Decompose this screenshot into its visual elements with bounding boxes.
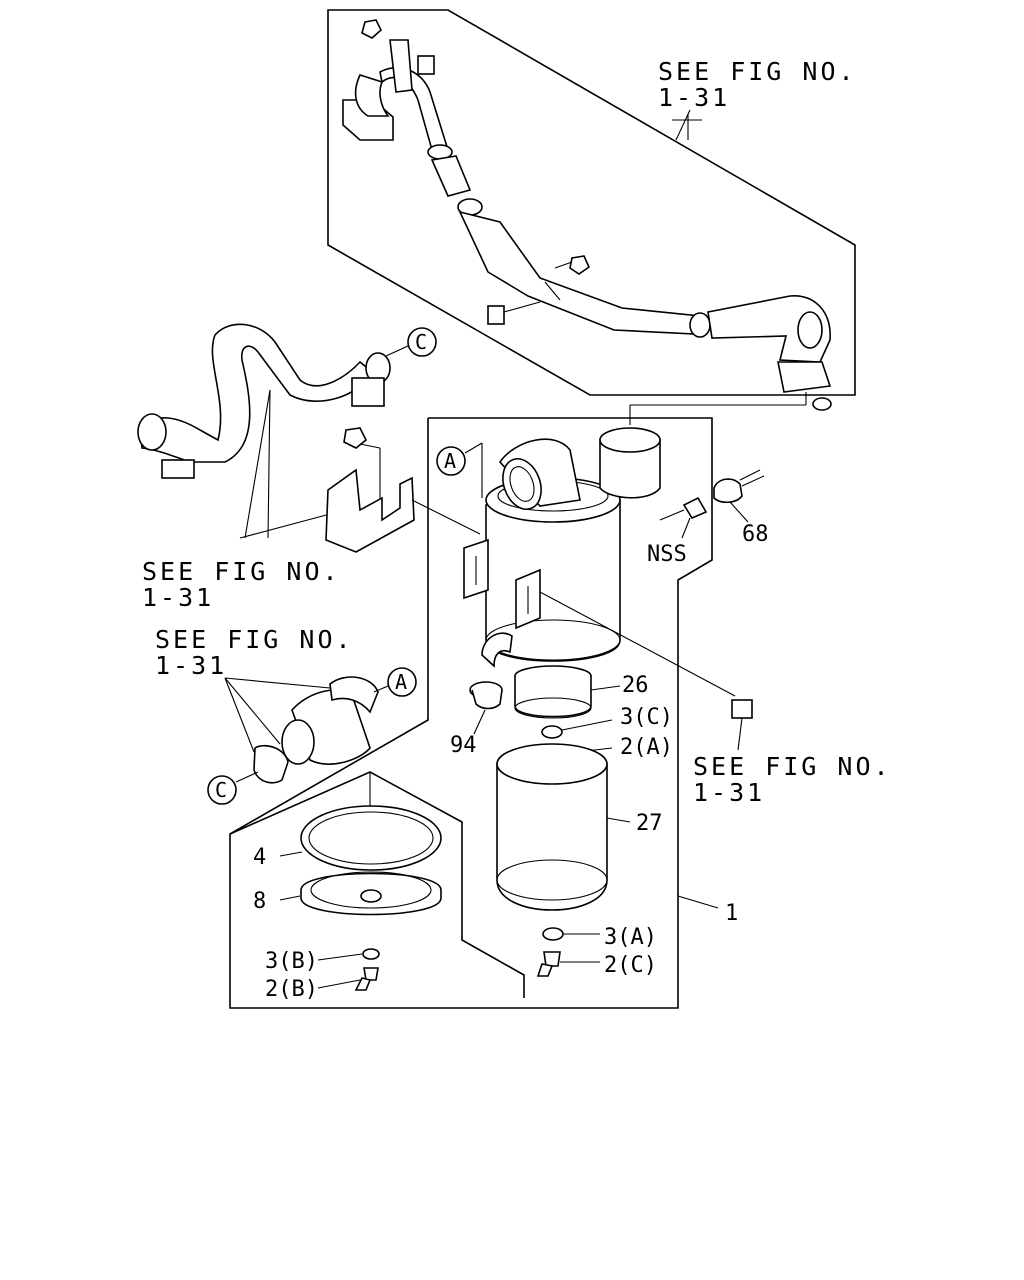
reference-label-right-lower-line1: SEE FIG NO. — [693, 752, 892, 781]
part-label-2c: 2(C) — [604, 953, 657, 978]
lower-left-hose-group — [224, 676, 379, 784]
callout-c-upper: C — [385, 327, 437, 357]
reference-label-right-lower-line2: 1-31 — [693, 778, 765, 807]
switch-68 — [713, 469, 765, 523]
part-label-94: 94 — [450, 733, 477, 758]
dust-cup-group — [229, 771, 525, 998]
part-label-2a: 2(A) — [620, 735, 673, 760]
callout-a-lower: A — [373, 667, 417, 697]
reference-label-top-line1: SEE FIG NO. — [658, 57, 857, 86]
bolt-right — [731, 699, 753, 751]
filter-element-27 — [496, 743, 631, 911]
sensor-fitting — [659, 496, 708, 539]
reference-label-left-middle-line1: SEE FIG NO. — [142, 557, 341, 586]
callout-c-lower: C — [207, 771, 259, 805]
part-label-3a: 3(A) — [604, 925, 657, 950]
assembly-boundary — [229, 417, 713, 1009]
svg-text:A: A — [444, 449, 456, 473]
top-intake-pipe-group — [327, 9, 856, 411]
svg-text:C: C — [215, 778, 227, 802]
svg-text:A: A — [395, 670, 407, 694]
reference-label-left-middle-line2: 1-31 — [142, 583, 214, 612]
reference-label-top-line2: 1-31 — [658, 83, 730, 112]
bracket — [325, 427, 481, 553]
part-label-2b: 2(B) — [265, 977, 318, 1002]
washer-3a — [542, 927, 600, 941]
reference-label-left-lower-line2: 1-31 — [155, 651, 227, 680]
part-label-nss: NSS — [647, 542, 687, 567]
washer-3c — [541, 719, 613, 739]
callout-a-upper: A — [436, 442, 483, 498]
part-label-3c: 3(C) — [620, 705, 673, 730]
part-label-3b: 3(B) — [265, 949, 318, 974]
reference-label-left-lower-line1: SEE FIG NO. — [155, 625, 354, 654]
intake-pipe — [342, 19, 832, 411]
air-cleaner-body — [463, 427, 736, 697]
part-label-8: 8 — [253, 889, 266, 914]
part-label-27: 27 — [636, 811, 663, 836]
part-label-26: 26 — [622, 673, 649, 698]
part-label-4: 4 — [253, 845, 266, 870]
left-hose-group — [137, 323, 391, 539]
svg-text:C: C — [415, 330, 427, 354]
part-26 — [514, 665, 621, 719]
part-label-68: 68 — [742, 522, 769, 547]
part-94 — [469, 681, 503, 735]
part-label-1: 1 — [725, 901, 738, 926]
wing-nut-2c — [536, 951, 600, 977]
